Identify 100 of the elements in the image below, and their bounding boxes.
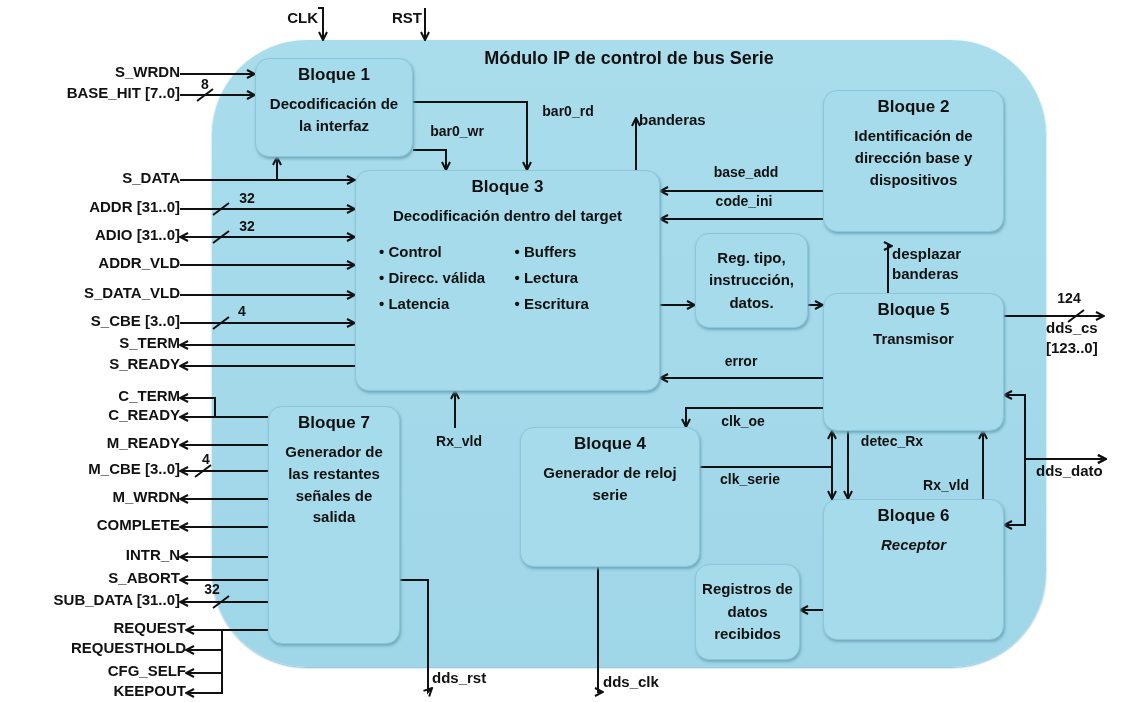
signal-label: C_READY — [0, 405, 180, 425]
signal-arrow — [412, 149, 451, 171]
signal-arrow — [659, 214, 824, 224]
signal-label: S_ABORT — [0, 568, 180, 588]
block-description: Identificación de dirección base y dispositivos — [853, 126, 974, 190]
block-title: Bloque 1 — [298, 65, 370, 85]
block-description: Receptor — [880, 535, 948, 555]
block-description: Decodificación de la interfaz — [268, 94, 400, 136]
signal-arrow — [659, 300, 696, 310]
signal-arrow — [412, 101, 532, 171]
block-box — [823, 90, 1004, 232]
signal-arrow — [179, 361, 356, 371]
signal-arrow — [179, 494, 269, 504]
block-description: Generador de reloj serie — [542, 463, 678, 505]
register-box — [695, 233, 808, 328]
signal-label: S_WRDN — [0, 62, 180, 82]
signal-arrow — [594, 566, 604, 697]
signal-name-label: Rx_vld — [436, 433, 482, 449]
signal-arrow — [179, 440, 269, 450]
bus-width-label: 124 — [1057, 290, 1081, 306]
signal-label: dds_clk — [603, 672, 675, 692]
block-description: Transmisor — [872, 329, 955, 349]
signal-label: dds_cs [123..0] — [1046, 318, 1126, 362]
bullet-item: • Latencia — [379, 294, 450, 315]
signal-arrow — [317, 7, 328, 41]
signal-arrow — [799, 605, 824, 615]
signal-name-label: base_add — [713, 164, 779, 180]
bullet-item: • Direcc. válida — [379, 268, 486, 288]
signal-name-label: bar0_wr — [430, 123, 484, 139]
block-title: Bloque 6 — [877, 506, 950, 526]
signal-label: M_READY — [0, 433, 180, 453]
bus-width-label: 4 — [202, 451, 210, 467]
signal-arrow — [420, 7, 430, 41]
block-box — [255, 58, 413, 157]
bus-arrow — [179, 464, 269, 478]
signal-label: ADIO [31..0] — [0, 225, 180, 245]
block-title: Bloque 3 — [471, 177, 544, 197]
signal-arrow — [883, 241, 893, 294]
signal-label: KEEPOUT — [0, 681, 186, 701]
block-box — [823, 293, 1004, 431]
block-title: Bloque 4 — [574, 434, 646, 454]
signal-label: CLK — [270, 8, 318, 30]
signal-arrow — [179, 552, 269, 562]
signal-arrow — [1003, 454, 1107, 530]
signal-label: C_TERM — [0, 386, 180, 406]
signal-label: REQUEST — [0, 618, 186, 638]
signal-label: banderas — [639, 110, 731, 132]
signal-arrow — [631, 117, 641, 171]
signal-arrow — [179, 69, 256, 79]
signal-name-label: clk_serie — [720, 471, 780, 487]
bus-width-label: 32 — [204, 581, 220, 597]
signal-label: BASE_HIT [7..0] — [0, 83, 180, 103]
signal-label: INTR_N — [0, 545, 180, 565]
block-description: Generador de las restantes señales de salida — [284, 442, 384, 528]
signal-label: M_CBE [3..0] — [0, 459, 180, 479]
register-box — [695, 564, 800, 660]
signal-arrow — [978, 430, 988, 500]
signal-name-label: bar0_rd — [542, 103, 594, 119]
bullet-item: • Buffers — [514, 241, 577, 262]
bus-arrow — [179, 202, 356, 216]
bus-width-label: 4 — [238, 303, 246, 319]
signal-label: S_CBE [3..0] — [0, 311, 180, 331]
bus-width-label: 8 — [201, 76, 209, 92]
signal-arrow — [659, 186, 824, 196]
signal-arrow — [807, 300, 824, 310]
block-box — [355, 170, 660, 391]
bus-arrow — [1003, 309, 1105, 323]
signal-arrow — [179, 340, 356, 350]
block-box — [268, 406, 400, 644]
signal-label: dds_dato — [1036, 461, 1135, 481]
signal-arrow — [179, 575, 269, 585]
signal-arrow — [399, 579, 433, 698]
block-box — [823, 499, 1004, 640]
bullet-item: • Escritura — [514, 294, 589, 315]
block-title: Bloque 7 — [298, 413, 370, 433]
signal-arrow — [179, 522, 269, 532]
signal-name-label: error — [724, 353, 758, 369]
bus-arrow — [179, 88, 256, 102]
bus-arrow — [179, 230, 356, 244]
register-label: Reg. tipo, instrucción, datos. — [708, 247, 795, 313]
bullet-item: • Lectura — [514, 268, 579, 288]
signal-label: ADDR_VLD — [0, 253, 180, 273]
block-title: Bloque 5 — [877, 300, 950, 320]
bus-width-label: 32 — [239, 190, 255, 206]
bus-arrow — [179, 595, 269, 609]
signal-label: desplazar banderas — [892, 244, 996, 288]
signal-name-label: Rx_vld — [923, 477, 969, 493]
signal-label: SUB_DATA [31..0] — [0, 590, 180, 610]
bus-arrow — [179, 316, 356, 330]
signal-label: S_READY — [0, 354, 180, 374]
signal-label: S_DATA_VLD — [0, 283, 180, 303]
signal-arrow — [681, 407, 824, 428]
signal-name-label: code_ini — [715, 193, 773, 209]
block-description: Decodificación dentro del target — [391, 206, 624, 226]
signal-label: M_WRDN — [0, 487, 180, 507]
signal-arrow — [843, 430, 853, 500]
signal-label: RST — [372, 8, 422, 30]
signal-label: REQUESTHOLD — [0, 638, 186, 658]
signal-label: S_DATA — [0, 168, 180, 188]
signal-arrow — [179, 260, 356, 270]
